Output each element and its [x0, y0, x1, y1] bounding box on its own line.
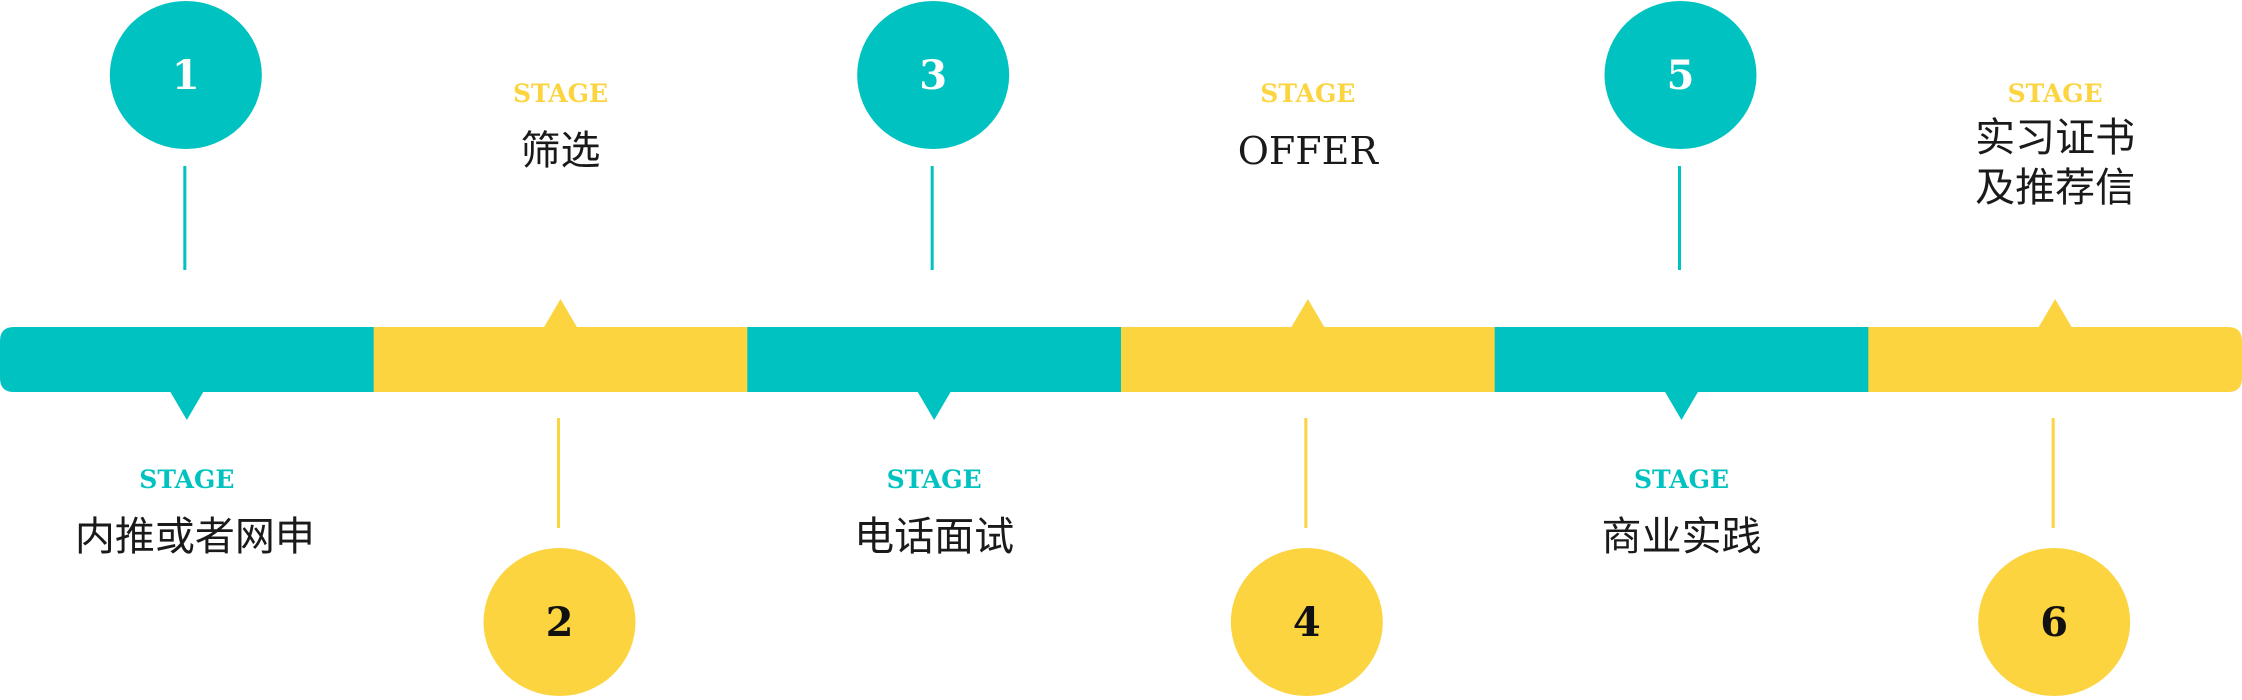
stage-title-6-line-1: 实习证书: [1975, 115, 2135, 161]
bar-segment-2: [373, 327, 749, 392]
stage-title-2: 筛选: [521, 128, 601, 174]
stage-number-4: 4: [1293, 599, 1321, 646]
bar-segment-5: [1494, 327, 1870, 392]
pointer-triangle-5: [1664, 391, 1699, 420]
bar-segment-4: [1121, 327, 1496, 392]
stage-number-3: 3: [919, 52, 947, 99]
stage-label-3: STAGE: [887, 465, 982, 494]
pointer-triangle-3: [917, 391, 952, 420]
number-circle-6: [1978, 548, 2131, 696]
stage-number-6: 6: [2040, 599, 2068, 646]
pointer-triangle-2: [543, 299, 578, 328]
number-circle-1: [109, 1, 262, 149]
pointer-triangle-6: [2038, 299, 2073, 328]
stage-title-3: 电话面试: [854, 514, 1014, 560]
stage-label-5: STAGE: [1634, 465, 1729, 494]
stage-label-6: STAGE: [2008, 79, 2103, 108]
pointer-triangle-4: [1290, 299, 1325, 328]
stage-title-5: 商业实践: [1602, 514, 1762, 560]
number-circle-5: [1604, 1, 1757, 149]
number-circle-2: [483, 548, 636, 696]
number-circle-4: [1230, 548, 1383, 696]
stage-label-2: STAGE: [513, 79, 608, 108]
bar-segment-6: [1868, 327, 2242, 392]
bar-segment-1: [0, 327, 375, 392]
bar-segment-3: [747, 327, 1122, 392]
stage-number-2: 2: [546, 599, 574, 646]
stage-label-4: STAGE: [1260, 79, 1355, 108]
stage-title-1: 内推或者网申: [75, 514, 315, 560]
stage-title-4: OFFER: [1238, 129, 1380, 173]
stage-number-5: 5: [1667, 52, 1695, 99]
number-circle-3: [857, 1, 1010, 149]
stage-title-6-line-2: 及推荐信: [1975, 165, 2135, 211]
stage-label-1: STAGE: [139, 465, 234, 494]
stage-number-1: 1: [172, 52, 200, 99]
pointer-triangle-1: [169, 391, 204, 420]
